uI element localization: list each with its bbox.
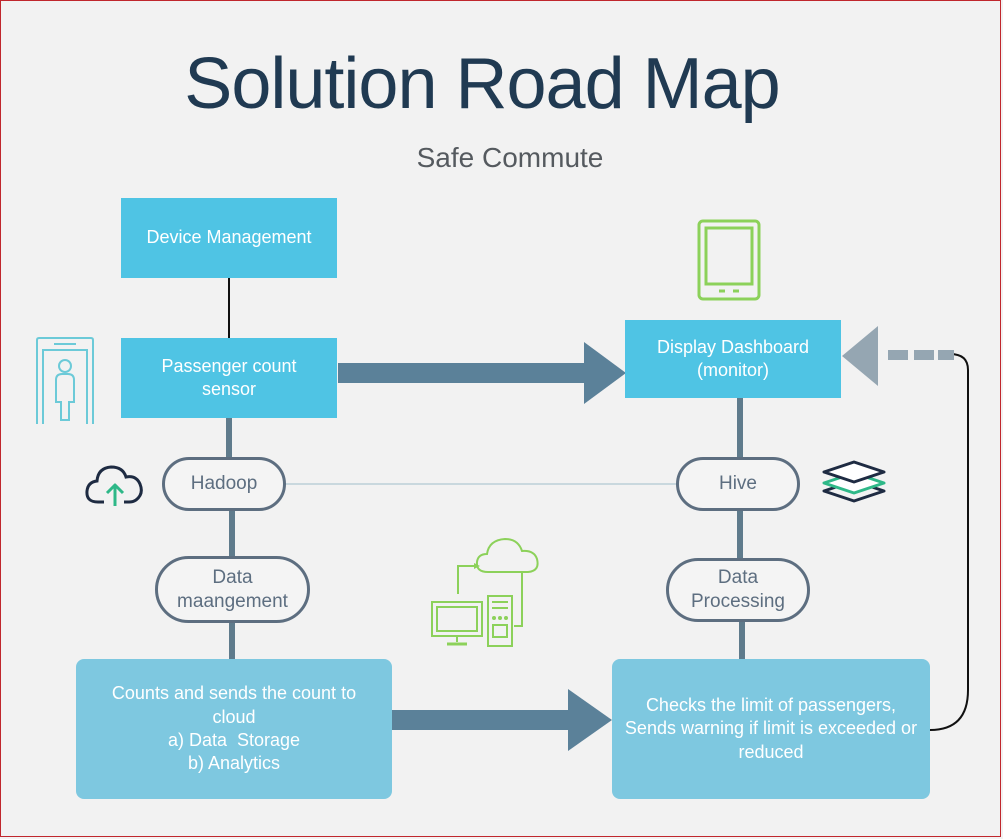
page-title: Solution Road Map (184, 44, 780, 124)
data-processing-pill: Data Processing (666, 558, 810, 622)
device-management-label: Device Management (146, 227, 312, 248)
counts-sends-box: Counts and sends the count to cloud a) D… (76, 659, 392, 799)
data-management-label: Data maangement (177, 566, 288, 612)
hadoop-pill: Hadoop (162, 457, 286, 511)
checks-limit-box: Checks the limit of passengers, Sends wa… (612, 659, 930, 799)
passenger-sensor-box: Passenger count sensor (121, 338, 337, 418)
passenger-sensor-label: Passenger count sensor (161, 355, 297, 399)
checks-limit-label: Checks the limit of passengers, Sends wa… (624, 694, 918, 762)
arrow-counts-to-checks (392, 689, 612, 751)
counts-sends-storage: a) Data Storage (167, 730, 301, 750)
display-dashboard-box: Display Dashboard (monitor) (625, 320, 841, 398)
page-subtitle: Safe Commute (416, 142, 604, 173)
feedback-line (929, 353, 969, 731)
hive-label: Hive (718, 473, 757, 495)
tablet-icon (697, 219, 761, 301)
device-management-box: Device Management (121, 198, 337, 278)
counts-sends-analytics: b) Analytics (187, 753, 281, 774)
dashed-arrow-to-dashboard (842, 326, 954, 386)
cloud-upload-icon (85, 465, 143, 506)
counts-sends-label: Counts and sends the count to cloud (111, 683, 357, 727)
layers-icon (822, 460, 886, 503)
hadoop-label: Hadoop (190, 473, 258, 495)
display-dashboard-label: Display Dashboard (monitor) (656, 336, 810, 380)
data-processing-label: Data Processing (691, 567, 785, 612)
data-management-pill: Data maangement (155, 556, 310, 623)
hive-pill: Hive (676, 457, 800, 511)
person-scanner-icon (36, 337, 94, 424)
arrow-sensor-to-dashboard (338, 342, 626, 404)
computer-cloud-icon (431, 537, 539, 647)
